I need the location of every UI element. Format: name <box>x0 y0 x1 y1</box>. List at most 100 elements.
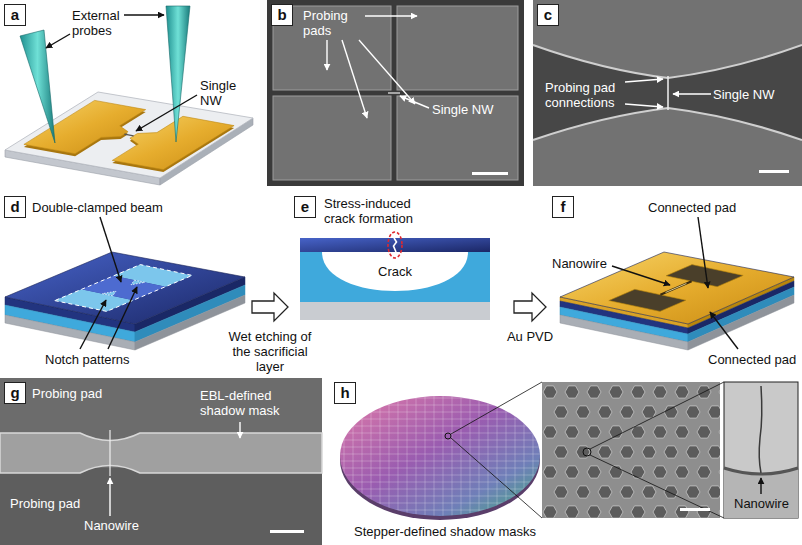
hexagon-array <box>576 406 590 418</box>
wafer-photo-and-sem <box>330 378 802 545</box>
cross-section-illustration <box>388 232 402 258</box>
sem-image <box>667 76 669 110</box>
layer-stack-illustration <box>55 265 193 312</box>
sem-image <box>533 45 802 78</box>
wafer-die-grid <box>340 461 540 462</box>
callout-label: Double-clamped beam <box>32 200 163 215</box>
sem-image <box>267 0 524 186</box>
scale-bar <box>680 508 710 511</box>
metallized-structure-illustration <box>609 289 686 311</box>
pointer-arrow <box>365 15 417 16</box>
wafer-die-grid <box>340 433 540 434</box>
hexagon-array <box>543 466 557 478</box>
figure-panel: fConnected padNanowireConnected pad <box>548 192 802 372</box>
hexagon-array <box>697 506 711 518</box>
hexagon-array <box>565 386 579 398</box>
hexagon-array <box>598 486 612 498</box>
hexagon-array <box>653 426 667 438</box>
sem-image <box>388 92 400 93</box>
hexagon-array <box>554 406 568 418</box>
hexagon-array <box>642 446 656 458</box>
wafer-die-grid <box>340 426 540 427</box>
wafer-die-grid <box>488 396 489 518</box>
callout-label: Single NW <box>713 87 774 102</box>
wafer-die-grid <box>344 396 345 518</box>
sem-image <box>533 0 802 186</box>
wafer-die-grid <box>340 517 540 518</box>
wafer-photo-and-sem <box>759 386 762 473</box>
wafer-photo-and-sem <box>590 382 724 449</box>
wafer-photo-and-sem <box>451 382 542 434</box>
layer-stack-illustration <box>0 192 250 372</box>
panel-letter: h <box>334 382 356 404</box>
hexagon-array <box>609 506 623 518</box>
pointer-arrow <box>673 93 711 94</box>
pointer-arrow <box>625 79 663 82</box>
callout-label: External probes <box>72 8 144 38</box>
hexagon-array <box>719 426 720 438</box>
hexagon-array <box>653 466 667 478</box>
panel-letter: e <box>294 196 316 218</box>
pointer-arrow <box>100 217 121 282</box>
wafer-die-grid <box>340 468 540 469</box>
hexagon-array <box>708 406 720 418</box>
chip-illustration <box>166 6 190 142</box>
wafer-die-grid <box>340 412 540 413</box>
process-arrow <box>252 293 288 321</box>
wafer-die-grid <box>340 510 540 511</box>
wafer-die-grid <box>340 475 540 476</box>
hexagon-array <box>708 446 720 458</box>
sem-image <box>533 45 802 140</box>
wafer-die-grid <box>340 496 540 497</box>
scale-bar <box>759 170 789 173</box>
figure-panel: cProbing pad connectionsSingle NW <box>533 0 802 186</box>
hexagon-array <box>609 386 623 398</box>
hexagon-array <box>719 466 720 478</box>
layer-stack-illustration <box>131 280 145 285</box>
hexagon-array <box>609 466 623 478</box>
hexagon-array <box>642 486 656 498</box>
hexagon-array <box>653 386 667 398</box>
sem-image <box>397 96 518 180</box>
layer-stack-illustration <box>81 276 165 300</box>
panel-letter: c <box>537 4 559 26</box>
callout-label: Nanowire <box>84 518 139 533</box>
hexagon-array <box>620 486 634 498</box>
wafer-photo-and-sem <box>542 382 720 518</box>
wafer-die-grid <box>340 440 540 441</box>
callout-label: Stepper-defined shadow masks <box>354 524 536 539</box>
pointer-arrow <box>239 422 240 438</box>
wafer-die-grid <box>340 405 540 406</box>
wafer-photo-and-sem <box>445 433 451 439</box>
wafer-die-grid <box>461 396 462 518</box>
sem-image <box>109 430 110 476</box>
wafer-die-grid <box>389 396 390 518</box>
hexagon-array <box>686 446 700 458</box>
hexagon-array <box>675 506 689 518</box>
process-label: Au PVD <box>507 329 553 344</box>
sem-image <box>0 378 322 545</box>
panel-letter: b <box>271 4 293 26</box>
callout-label: Probing pads <box>303 8 363 38</box>
wafer-die-grid <box>479 396 480 518</box>
chip-illustration <box>20 30 55 143</box>
chip-illustration <box>124 134 133 136</box>
wafer-photo-and-sem <box>340 396 540 516</box>
hexagon-array <box>686 406 700 418</box>
hexagon-array <box>686 486 700 498</box>
hexagon-array <box>620 406 634 418</box>
wafer-die-grid <box>452 396 453 518</box>
hexagon-array <box>554 486 568 498</box>
hexagon-array <box>565 426 579 438</box>
pointer-arrow <box>124 14 164 15</box>
wafer-die-grid <box>470 396 471 518</box>
pointer-arrow <box>359 40 415 104</box>
pointer-arrow <box>400 96 429 108</box>
chip-illustration <box>112 116 234 169</box>
hexagon-array <box>697 426 711 438</box>
wafer-die-grid <box>425 396 426 518</box>
hexagon-array <box>697 466 711 478</box>
callout-label: Nanowire <box>552 256 607 271</box>
callout-label: Single NW <box>432 102 493 117</box>
wafer-die-grid <box>340 454 540 455</box>
